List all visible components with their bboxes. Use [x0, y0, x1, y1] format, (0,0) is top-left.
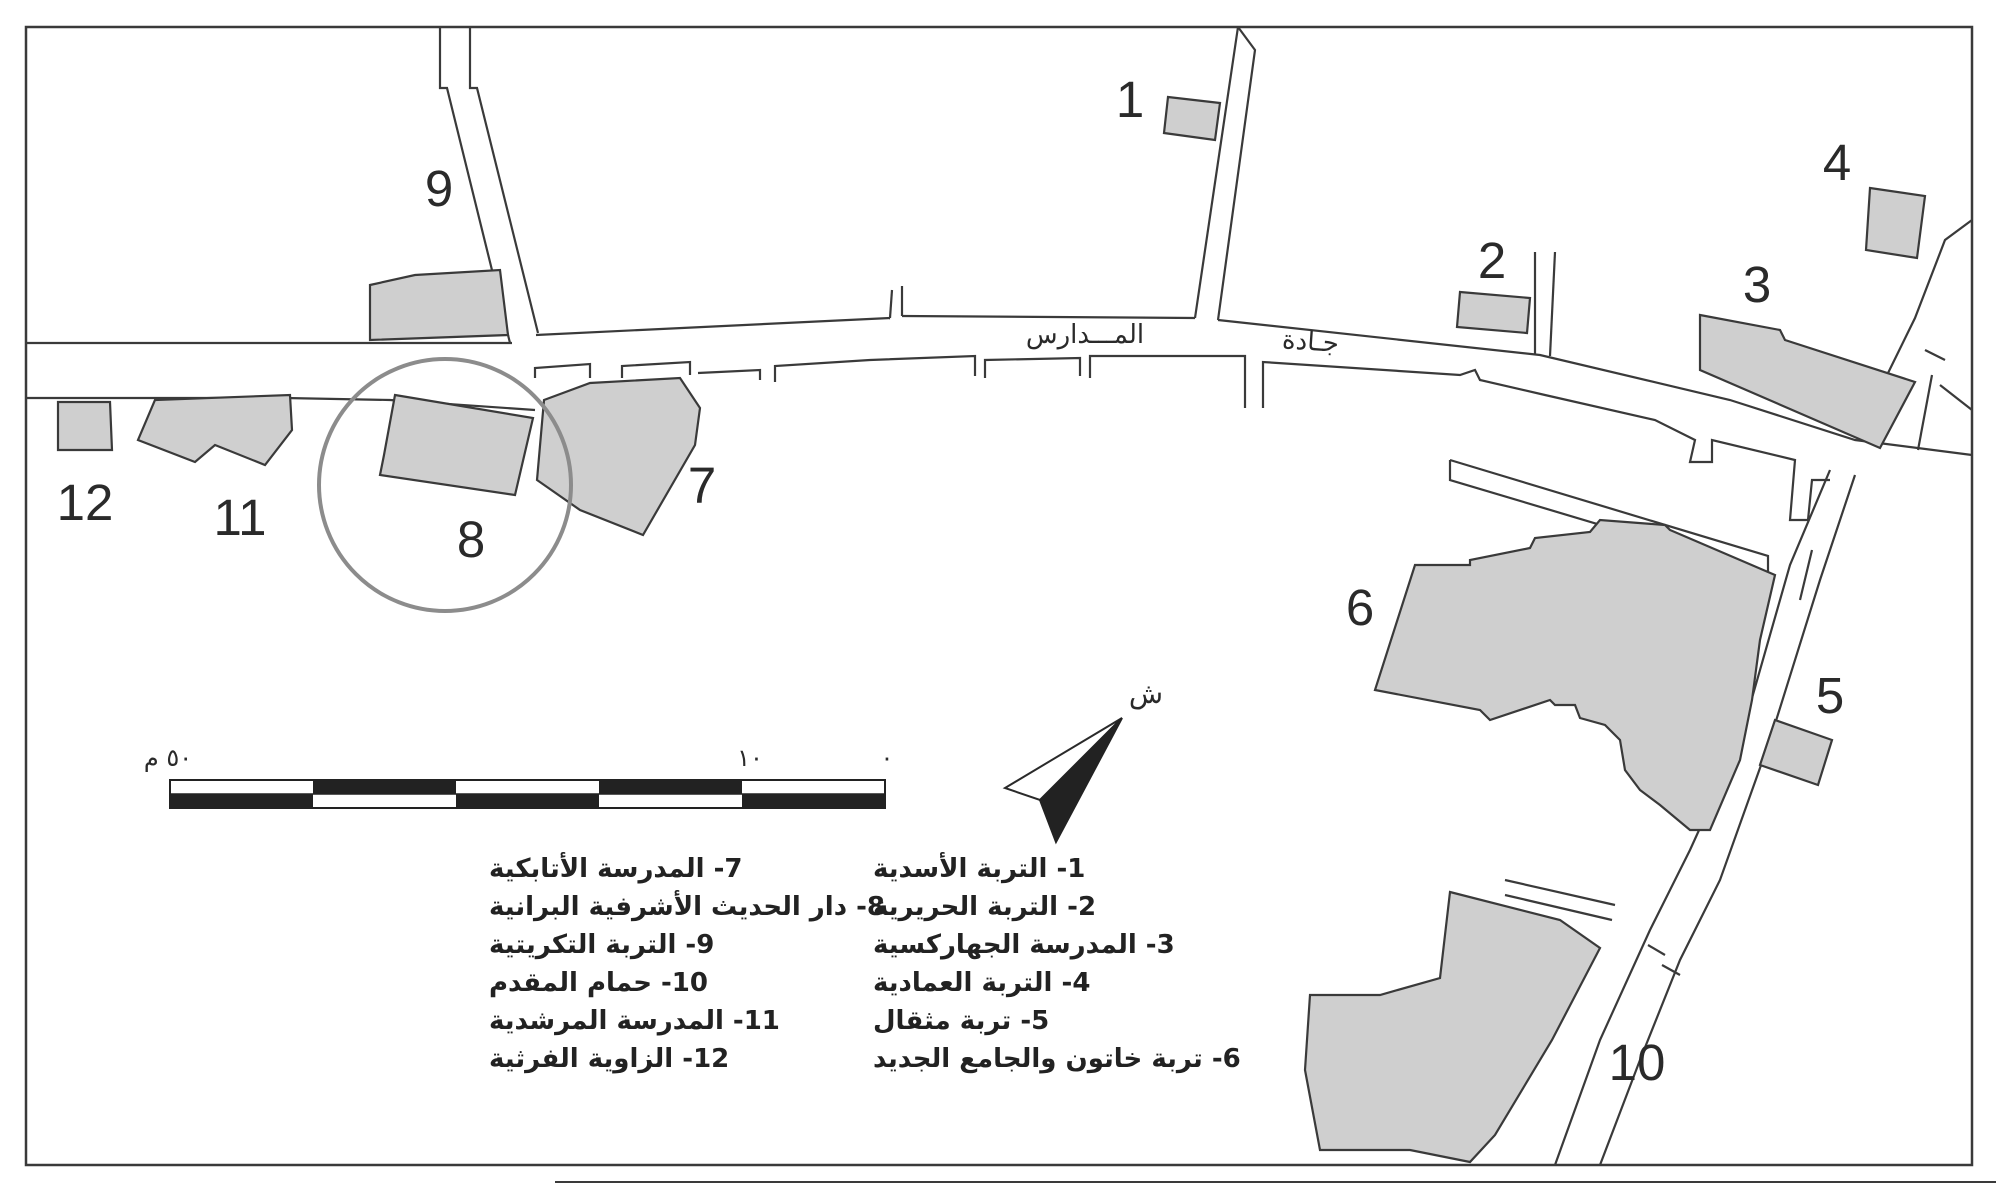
building-8 [378, 393, 535, 497]
buildings [56, 95, 1927, 1164]
number-9: 9 [425, 160, 453, 217]
building-4 [1864, 186, 1927, 260]
number-5: 5 [1816, 667, 1844, 724]
number-7: 7 [688, 457, 716, 514]
street-name-part2: جـادة [1281, 325, 1340, 359]
north-arrow: ش [1002, 677, 1163, 845]
building-11 [136, 393, 294, 467]
legend-item-5: 5- تربة مثقال [873, 1006, 1049, 1036]
scale-bar: ٠ ١٠ ٥٠ م [144, 744, 894, 809]
legend-item-2: 2- التربة الحريرية [873, 892, 1096, 922]
number-1: 1 [1116, 71, 1144, 128]
building-7 [535, 376, 702, 537]
map-frame [24, 25, 1974, 1167]
building-9 [368, 268, 510, 342]
scale-label-end: ٥٠ م [144, 744, 192, 772]
legend-item-9: 9- التربة التكريتية [489, 930, 714, 960]
building-5 [1758, 718, 1834, 787]
building-6 [1373, 518, 1777, 832]
street-name-part1: المـــدارس [1026, 320, 1144, 350]
legend-item-4: 4- التربة العمادية [873, 968, 1090, 998]
legend-item-11: 11- المدرسة المرشدية [489, 1006, 780, 1036]
legend-right-column: 1- التربة الأسدية 2- التربة الحريرية 3- … [873, 852, 1241, 1074]
legend-item-12: 12- الزاوية الفرثية [489, 1044, 729, 1074]
north-label: ش [1129, 677, 1163, 710]
building-2 [1455, 290, 1532, 335]
building-1 [1162, 95, 1222, 142]
scale-label-zero: ٠ [881, 744, 894, 772]
legend-item-10: 10- حمام المقدم [489, 968, 708, 998]
building-10 [1303, 890, 1602, 1164]
number-12: 12 [57, 474, 114, 531]
building-12 [56, 400, 114, 452]
number-6: 6 [1346, 579, 1374, 636]
north-arrow-right [1038, 717, 1123, 845]
highlight-circle-8 [317, 357, 573, 613]
legend-item-3: 3- المدرسة الجهاركسية [873, 930, 1175, 960]
building-labels: 1 2 3 4 5 6 7 8 9 10 11 12 [57, 71, 1852, 1091]
number-3: 3 [1743, 256, 1771, 313]
legend-item-8: 8- دار الحديث الأشرفية البرانية [489, 890, 885, 922]
scale-label-mid: ١٠ [737, 744, 763, 772]
legend-left-column: 7- المدرسة الأتابكية 8- دار الحديث الأشر… [489, 852, 885, 1074]
number-8: 8 [457, 511, 485, 568]
legend-item-6: 6- تربة خاتون والجامع الجديد [873, 1044, 1241, 1074]
building-3 [1698, 313, 1917, 450]
number-11: 11 [214, 489, 267, 546]
number-2: 2 [1478, 232, 1506, 289]
legend-item-1: 1- التربة الأسدية [873, 852, 1085, 884]
legend-item-7: 7- المدرسة الأتابكية [489, 852, 742, 884]
number-10: 10 [1609, 1034, 1666, 1091]
number-4: 4 [1823, 134, 1851, 191]
